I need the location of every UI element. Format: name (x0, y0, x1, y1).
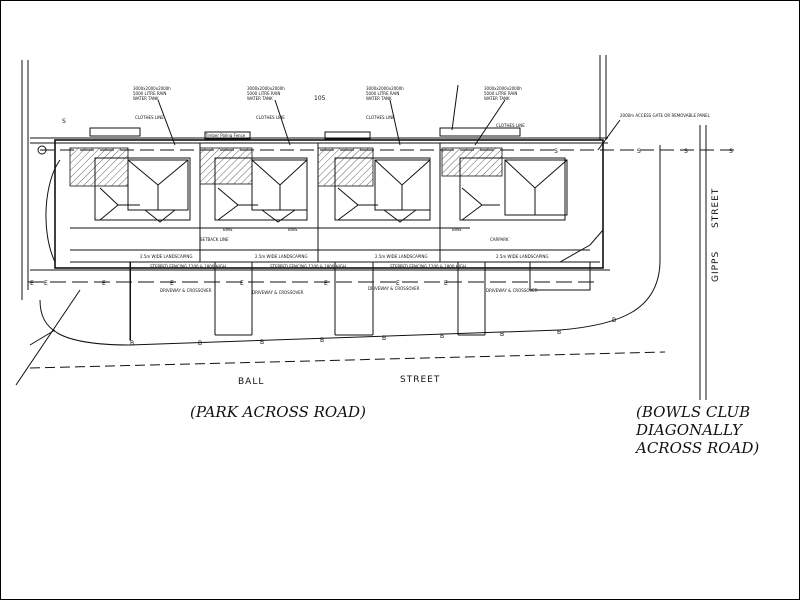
bowls-club-note: (BOWLS CLUB DIAGONALLY ACROSS ROAD) (636, 403, 759, 457)
tank-4-line-1: 3000x2000x2000h (484, 86, 522, 91)
access-gate-label: 2000m ACCESS GATE OR REMOVABLE PANEL (620, 113, 711, 118)
svg-text:B: B (440, 333, 444, 340)
kerb-line: B B B B B B B B B (29, 145, 666, 369)
frontage-dimension: 105 (314, 95, 326, 102)
driveway-2: DRIVEWAY & CROSSOVER (252, 290, 304, 295)
svg-text:E: E (444, 280, 448, 287)
tank-4-line-3: WATER TANK (484, 96, 510, 101)
stepped-fencing-2: STEPPED FENCING 1200 & 1800 HIGH (270, 264, 346, 269)
gipps-street-label: GIPPS (711, 251, 721, 282)
unit-1 (69, 127, 191, 223)
sheet-lines (21, 55, 607, 300)
corner-splay (15, 145, 131, 386)
landscaping-3: 2.5m WIDE LANDSCAPING (375, 254, 427, 259)
tank-3-line-2: 5000 LITRE RAIN (366, 91, 399, 96)
park-across-road-note: (PARK ACROSS ROAD) (190, 403, 366, 421)
lot-dividers (70, 143, 600, 263)
timber-paling-label: Timber Paling Fence (204, 133, 246, 138)
svg-text:S: S (729, 148, 733, 155)
unit-3 (317, 131, 431, 223)
svg-text:S: S (62, 118, 66, 125)
sewer-line: S S S S S (40, 118, 740, 155)
tank-4-line-2: 5000 LITRE RAIN (484, 91, 517, 96)
driveway-3: DRIVEWAY & CROSSOVER (368, 286, 420, 291)
clothes-line-1: CLOTHES LINE (135, 115, 164, 120)
svg-text:E: E (240, 280, 244, 287)
tank-1-line-2: 5000 LITRE RAIN (133, 91, 166, 96)
stepped-fencing-3: STEPPED FENCING 1200 & 1800 HIGH (390, 264, 466, 269)
svg-text:B: B (260, 339, 264, 346)
svg-text:E: E (324, 280, 328, 287)
svg-text:S: S (554, 148, 558, 155)
landscaping-4: 2.5m WIDE LANDSCAPING (496, 254, 548, 259)
svg-text:B: B (557, 329, 561, 336)
landscaping-1: 2.5m WIDE LANDSCAPING (140, 254, 192, 259)
svg-text:E: E (30, 280, 34, 287)
electric-line: E E E E E E E E (28, 280, 600, 287)
svg-text:E: E (170, 280, 174, 287)
svg-text:S: S (684, 148, 688, 155)
svg-text:B: B (382, 335, 386, 342)
unit-2 (199, 131, 308, 223)
tank-1-line-1: 3000x2000x2000h (133, 86, 171, 91)
ball-street-suffix: STREET (400, 375, 440, 385)
bins-label-2: BINS (288, 227, 298, 232)
plan-annotations: 105 3000x2000x2000h 5000 LITRE RAIN WATE… (133, 86, 711, 295)
clothes-line-4: CLOTHES LINE (496, 123, 525, 128)
driveways (129, 261, 486, 341)
svg-text:E: E (102, 280, 106, 287)
unit-4 (439, 127, 568, 221)
carpark-label: CARPARK (490, 237, 509, 242)
bowls-club-line-2: DIAGONALLY (636, 421, 742, 439)
driveway-4: DRIVEWAY & CROSSOVER (486, 288, 538, 293)
tank-3-line-1: 3000x2000x2000h (366, 86, 404, 91)
svg-text:B: B (500, 331, 504, 338)
tank-2-line-1: 3000x2000x2000h (247, 86, 285, 91)
tank-2-line-2: 5000 LITRE RAIN (247, 91, 280, 96)
ball-street-label: BALL (238, 377, 264, 387)
stepped-fencing-1: STEPPED FENCING 1200 & 1800 HIGH (150, 264, 226, 269)
tank-1-line-3: WATER TANK (133, 96, 159, 101)
svg-text:S: S (637, 148, 641, 155)
svg-text:B: B (320, 337, 324, 344)
leader-lines (157, 84, 621, 151)
driveway-1: DRIVEWAY & CROSSOVER (160, 288, 212, 293)
bins-label-1: BINS (223, 227, 233, 232)
svg-text:B: B (198, 340, 202, 347)
svg-text:B: B (612, 317, 616, 324)
landscaping-2: 2.5m WIDE LANDSCAPING (255, 254, 307, 259)
setback-line-label: SETBACK LINE (200, 237, 229, 242)
bowls-club-line-3: ACROSS ROAD) (636, 439, 760, 457)
svg-text:E: E (396, 280, 400, 287)
street-names: BALL STREET GIPPS STREET (238, 188, 721, 387)
clothes-line-3: CLOTHES LINE (366, 115, 395, 120)
svg-text:B: B (130, 340, 134, 347)
gipps-boundary (529, 125, 707, 400)
bowls-club-line-1: (BOWLS CLUB (636, 403, 751, 421)
tank-3-line-3: WATER TANK (366, 96, 392, 101)
gipps-street-suffix: STREET (711, 188, 721, 228)
tank-2-line-3: WATER TANK (247, 96, 273, 101)
svg-text:E: E (44, 280, 48, 287)
clothes-line-2: CLOTHES LINE (256, 115, 285, 120)
bins-label-3: BINS (452, 227, 462, 232)
